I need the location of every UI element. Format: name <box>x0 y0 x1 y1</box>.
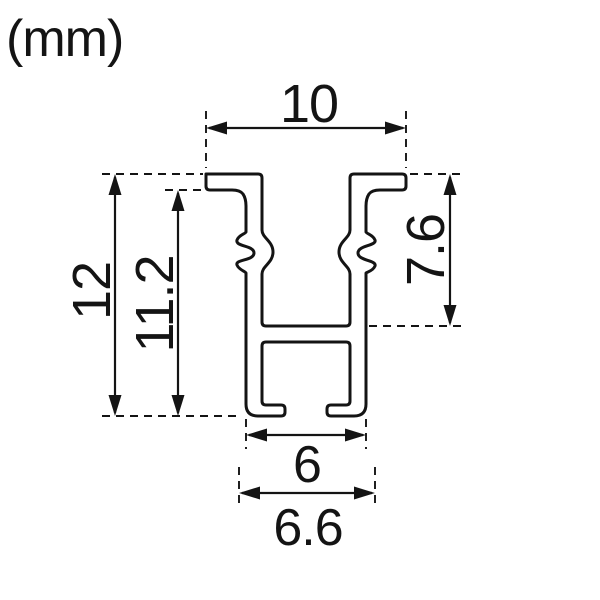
unit-note-label: (mm) <box>6 10 123 68</box>
dimension-overall-height: 12 <box>62 173 242 417</box>
dimension-bottom-overall-width: 6.6 <box>238 467 376 557</box>
arrow-left-icon <box>239 486 260 500</box>
arrow-down-icon <box>108 395 122 416</box>
dimension-inner-height: 11.2 <box>125 189 203 416</box>
arrow-down-icon <box>171 395 185 416</box>
arrow-down-icon <box>443 305 457 326</box>
arrow-left-icon <box>206 121 227 135</box>
arrow-up-icon <box>171 190 185 211</box>
dimension-top-width: 10 <box>205 74 407 168</box>
dimension-channel-depth: 7.6 <box>369 173 463 327</box>
dimension-label-overall-height: 12 <box>62 262 122 320</box>
extrusion-profile-outline <box>204 172 408 418</box>
arrow-up-icon <box>443 174 457 195</box>
dimension-label-channel-depth: 7.6 <box>396 214 456 286</box>
dimension-bottom-width: 6 <box>245 419 367 494</box>
dimension-label-bottom-overall-width: 6.6 <box>273 499 342 557</box>
arrow-right-icon <box>354 486 375 500</box>
dimension-label-top-width: 10 <box>280 74 338 134</box>
arrow-left-icon <box>246 428 267 442</box>
arrow-right-icon <box>345 428 366 442</box>
arrow-up-icon <box>108 174 122 195</box>
dimension-label-bottom-width: 6 <box>293 436 321 494</box>
arrow-right-icon <box>385 121 406 135</box>
dimension-label-inner-height: 11.2 <box>125 255 185 352</box>
